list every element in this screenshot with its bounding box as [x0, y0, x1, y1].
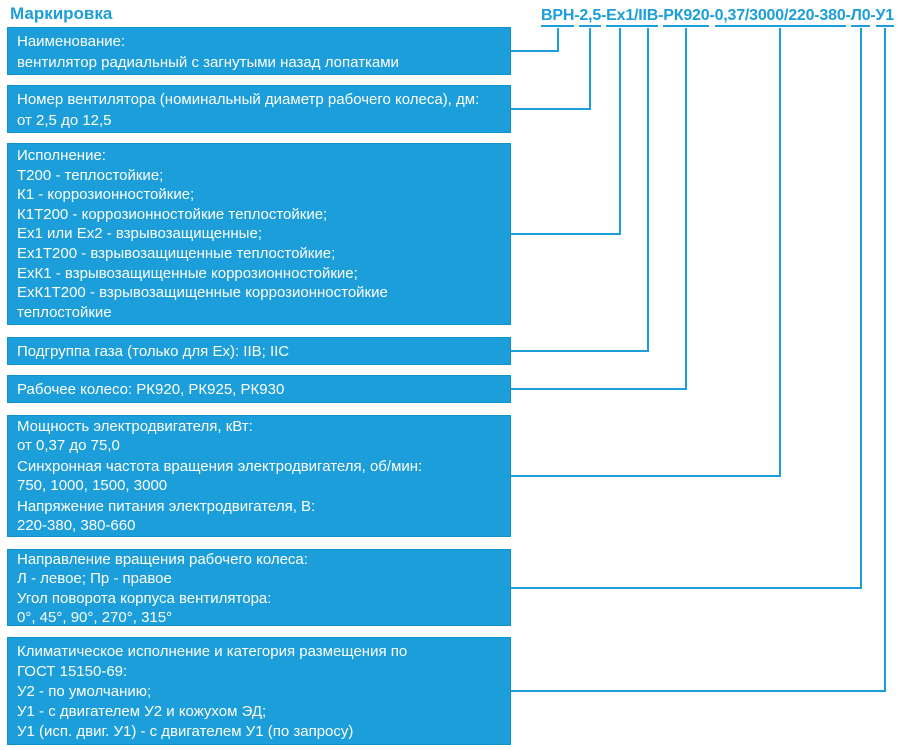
page-title: Маркировка	[10, 4, 113, 23]
connector-line	[511, 28, 862, 589]
label-line: от 2,5 до 12,5	[17, 112, 112, 129]
product-code-segment: -	[709, 7, 715, 24]
label-line: Подгруппа газа (только для Ex): IIВ; IIС	[17, 343, 290, 360]
connector-line	[511, 28, 886, 692]
label-line: Угол поворота корпуса вентилятора:	[17, 590, 272, 607]
label-line: Синхронная частота вращения электродвига…	[17, 458, 423, 475]
label-line: Исполнение:	[17, 147, 106, 164]
label-line: Номер вентилятора (номинальный диаметр р…	[17, 91, 480, 108]
product-code-segment: РК920	[663, 7, 710, 27]
label-paragraph: Направление вращения рабочего колеса:Л -…	[17, 551, 501, 588]
label-box-number: Номер вентилятора (номинальный диаметр р…	[7, 85, 511, 133]
label-box-rotation-angle: Направление вращения рабочего колеса:Л -…	[7, 549, 511, 626]
label-paragraph: Мощность электродвигателя, кВт: от 0,37 д…	[17, 417, 501, 455]
connector-line	[511, 28, 621, 235]
product-code-segment: Л0	[850, 7, 871, 27]
label-line: Мощность электродвигателя, кВт:	[17, 418, 253, 435]
label-paragraph: Исполнение: Т200 - теплостойкие; К1 - корр…	[17, 146, 501, 322]
label-line: Т200 - теплостойкие;	[17, 166, 164, 184]
label-line: У2 - по умолчанию;	[17, 683, 152, 700]
product-code-segment: -	[601, 7, 607, 24]
label-line: Напряжение питания электродвигателя, В:	[17, 498, 316, 515]
product-code-segment: 0,37/3000/220-380	[714, 7, 846, 27]
label-box-name: Наименование: вентилятор радиальный с заг…	[7, 27, 511, 75]
label-line: У1 - с двигателем У2 и кожухом ЭД;	[17, 703, 267, 720]
product-code-segment: ВРН	[541, 7, 574, 27]
connector-line	[511, 28, 687, 390]
product-code-segment: /	[634, 7, 639, 27]
label-paragraph: Угол поворота корпуса вентилятора:0°, 45…	[17, 590, 501, 626]
label-line: Ex1 или Ex2 - взрывозащищенные;	[17, 225, 262, 243]
label-line: 0°, 45°, 90°, 270°, 315°	[17, 608, 173, 626]
label-line: ГОСТ 15150-69:	[17, 663, 128, 680]
label-paragraph: Наименование: вентилятор радиальный с заг…	[17, 31, 501, 73]
label-line: ExК1Т200 - взрывозащищенные коррозионнос…	[17, 284, 388, 302]
label-line: 220-380, 380-660	[17, 517, 136, 534]
label-box-gas-subgroup: Подгруппа газа (только для Ex): IIВ; IIС	[7, 337, 511, 365]
label-paragraph: Синхронная частота вращения электродвига…	[17, 457, 501, 495]
product-code-segment: -	[574, 7, 580, 24]
label-line: Л - левое; Пр - правое	[17, 569, 172, 587]
product-code: ВРН-2,5-Ex1/IIВ-РК920-0,37/3000/220-380-…	[541, 7, 894, 27]
product-code-segment: IIВ	[638, 7, 658, 27]
connector-line	[511, 28, 559, 52]
label-line: 750, 1000, 1500, 3000	[17, 477, 168, 494]
label-line: ExК1 - взрывозащищенные коррозионностойк…	[17, 264, 358, 282]
label-paragraph: Климатическое исполнение и категория раз…	[17, 642, 501, 742]
label-paragraph: Подгруппа газа (только для Ex): IIВ; IIС	[17, 341, 501, 362]
connector-line	[511, 28, 649, 352]
label-paragraph: Напряжение питания электродвигателя, В: 2…	[17, 497, 501, 535]
connector-line	[511, 28, 781, 477]
product-code-segment: -	[870, 7, 876, 24]
label-paragraph: Рабочее колесо: РК920, РК925, РК930	[17, 379, 501, 400]
label-line: Климатическое исполнение и категория раз…	[17, 643, 408, 660]
label-box-climate: Климатическое исполнение и категория раз…	[7, 637, 511, 745]
product-code-segment: Ex1	[606, 7, 634, 27]
label-paragraph: Номер вентилятора (номинальный диаметр р…	[17, 89, 501, 131]
product-code-segment: У1	[875, 7, 894, 27]
connector-line	[511, 28, 591, 110]
product-code-segment: -	[658, 7, 664, 24]
label-line: Ex1Т200 - взрывозащищенные теплостойкие;	[17, 244, 336, 262]
label-line: теплостойкие	[17, 303, 112, 321]
label-line: К1 - коррозионностойкие;	[17, 186, 195, 204]
label-line: вентилятор радиальный с загнутыми назад …	[17, 54, 399, 71]
product-code-segment: 2,5	[579, 7, 601, 27]
label-box-motor: Мощность электродвигателя, кВт: от 0,37 д…	[7, 415, 511, 537]
product-code-segment: -	[845, 7, 851, 24]
label-box-execution: Исполнение: Т200 - теплостойкие; К1 - корр…	[7, 143, 511, 325]
label-line: К1Т200 - коррозионностойкие теплостойкие…	[17, 205, 328, 223]
label-line: Наименование:	[17, 33, 126, 50]
label-line: У1 (исп. двиг. У1) - с двигателем У1 (по…	[17, 723, 354, 740]
label-box-impeller: Рабочее колесо: РК920, РК925, РК930	[7, 375, 511, 403]
label-line: от 0,37 до 75,0	[17, 437, 120, 454]
label-line: Направление вращения рабочего колеса:	[17, 551, 308, 568]
label-line: Рабочее колесо: РК920, РК925, РК930	[17, 381, 285, 398]
